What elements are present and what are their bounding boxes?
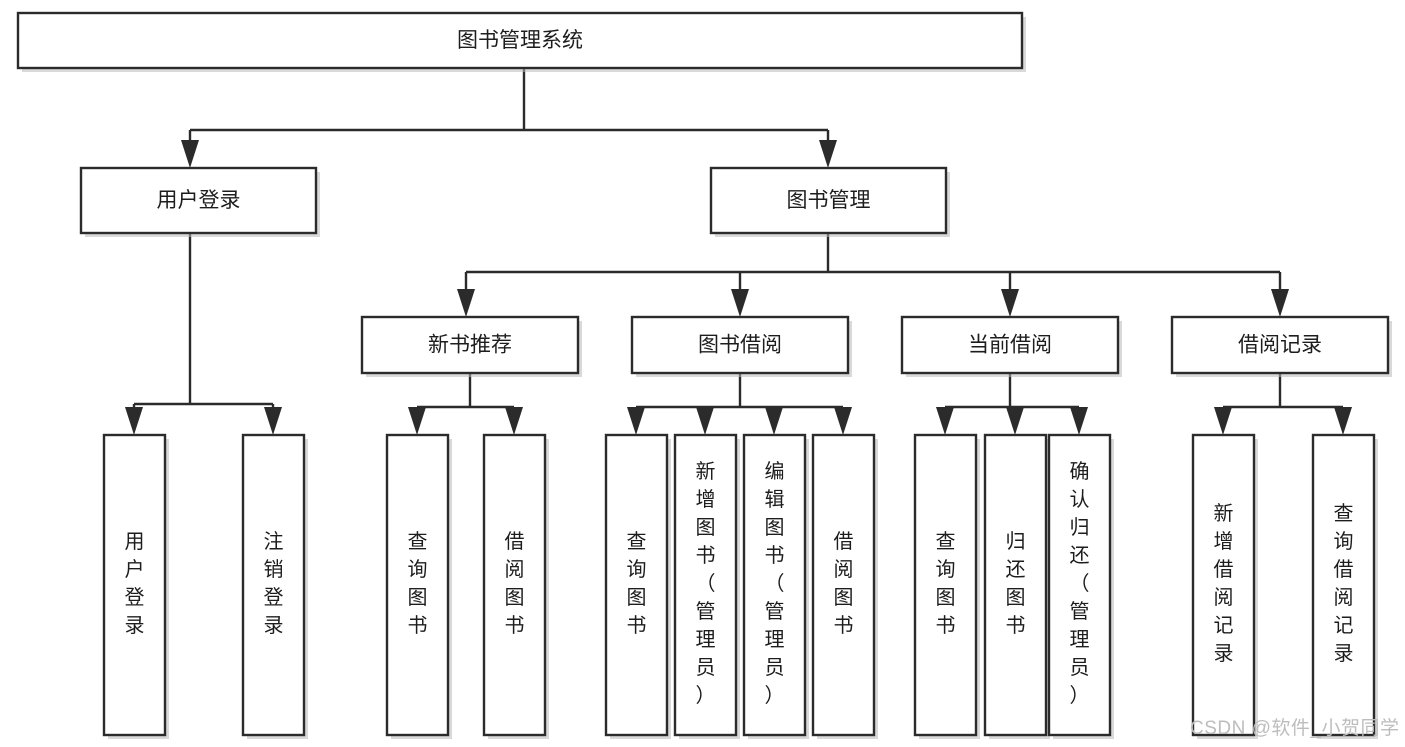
node-label: 归还图书 xyxy=(1006,530,1026,637)
node-rect[interactable] xyxy=(1170,315,1390,375)
arrow-head-icon xyxy=(457,289,475,317)
arrow-head-icon xyxy=(834,407,852,435)
node-leaf-add-record[interactable]: 新增借阅记录 xyxy=(1191,433,1258,739)
arrow-head-icon xyxy=(125,407,143,435)
arrow-head-icon xyxy=(1070,407,1088,435)
node-rect[interactable] xyxy=(241,433,306,737)
node-leaf-query-book-2[interactable]: 查询图书 xyxy=(604,433,671,739)
node-rect[interactable] xyxy=(1311,433,1376,737)
node-bookmgmt[interactable]: 图书管理 xyxy=(709,166,950,237)
arrow-head-icon xyxy=(627,407,645,435)
node-login[interactable]: 用户登录 xyxy=(79,166,320,237)
connector-bookmgmt xyxy=(457,233,1289,317)
node-rect[interactable] xyxy=(79,166,318,235)
arrow-head-icon xyxy=(1271,289,1289,317)
connector-root xyxy=(181,68,837,168)
node-rect[interactable] xyxy=(604,433,669,737)
node-leaf-query-book-1[interactable]: 查询图书 xyxy=(385,433,452,739)
node-borrow[interactable]: 图书借阅 xyxy=(630,315,852,377)
arrow-head-icon xyxy=(765,407,783,435)
connector-records xyxy=(1214,373,1352,435)
arrow-head-icon xyxy=(731,289,749,317)
node-rect[interactable] xyxy=(1191,433,1256,737)
node-newbook[interactable]: 新书推荐 xyxy=(360,315,582,377)
connector-current xyxy=(936,373,1088,435)
node-rect[interactable] xyxy=(709,166,948,235)
node-leaf-borrow-book-1[interactable]: 借阅图书 xyxy=(482,433,549,739)
node-label: 查询图书 xyxy=(936,530,956,637)
arrow-head-icon xyxy=(181,140,199,168)
node-rect[interactable] xyxy=(385,433,450,737)
node-leaf-borrow-book-2[interactable]: 借阅图书 xyxy=(811,433,878,739)
node-leaf-add-book[interactable]: 新增图书（管理员） xyxy=(673,433,740,739)
node-label: 借阅图书 xyxy=(834,530,854,637)
node-label: 确认归还（管理员） xyxy=(1070,460,1090,707)
node-label: 用户登录 xyxy=(125,531,145,637)
node-rect[interactable] xyxy=(630,315,850,375)
node-label: 新增图书（管理员） xyxy=(696,460,716,707)
node-label: 新书推荐 xyxy=(428,334,512,357)
node-label: 当前借阅 xyxy=(968,334,1052,357)
node-current[interactable]: 当前借阅 xyxy=(900,315,1122,377)
node-label: 用户登录 xyxy=(157,189,241,212)
node-label: 查询借阅记录 xyxy=(1334,502,1354,665)
arrow-head-icon xyxy=(819,140,837,168)
node-leaf-query-book-3[interactable]: 查询图书 xyxy=(913,433,980,739)
node-leaf-user-login[interactable]: 用户登录 xyxy=(102,433,169,739)
arrow-head-icon xyxy=(696,407,714,435)
arrow-head-icon xyxy=(1006,407,1024,435)
node-rect[interactable] xyxy=(983,433,1048,737)
node-label: 新增借阅记录 xyxy=(1214,502,1234,665)
arrow-head-icon xyxy=(1001,289,1019,317)
node-layer: 图书管理系统用户登录图书管理新书推荐图书借阅当前借阅借阅记录用户登录注销登录查询… xyxy=(16,11,1392,739)
node-label: 查询图书 xyxy=(627,530,647,637)
connector-newbook xyxy=(408,373,523,435)
node-label: 图书借阅 xyxy=(698,334,782,357)
arrow-head-icon xyxy=(1334,407,1352,435)
arrow-head-icon xyxy=(408,407,426,435)
node-label: 编辑图书（管理员） xyxy=(765,460,785,707)
node-leaf-user-logout[interactable]: 注销登录 xyxy=(241,433,308,739)
node-rect[interactable] xyxy=(811,433,876,737)
watermark-label: CSDN @软件_小贺同学 xyxy=(1190,717,1399,739)
arrow-head-icon xyxy=(264,407,282,435)
node-records[interactable]: 借阅记录 xyxy=(1170,315,1392,377)
node-leaf-edit-book[interactable]: 编辑图书（管理员） xyxy=(742,433,809,739)
node-label: 借阅记录 xyxy=(1238,334,1322,357)
node-rect[interactable] xyxy=(1047,433,1112,737)
node-rect[interactable] xyxy=(742,433,807,737)
arrow-head-icon xyxy=(1214,407,1232,435)
connector-login xyxy=(125,233,282,435)
node-rect[interactable] xyxy=(913,433,978,737)
node-rect[interactable] xyxy=(900,315,1120,375)
arrow-head-icon xyxy=(936,407,954,435)
node-leaf-return-book[interactable]: 归还图书 xyxy=(983,433,1050,739)
connector-borrow xyxy=(627,373,852,435)
node-label: 查询图书 xyxy=(408,530,428,637)
node-rect[interactable] xyxy=(360,315,580,375)
node-label: 借阅图书 xyxy=(505,530,525,637)
node-label: 图书管理系统 xyxy=(457,29,583,52)
node-leaf-confirm-return[interactable]: 确认归还（管理员） xyxy=(1047,433,1114,739)
node-rect[interactable] xyxy=(16,11,1024,70)
node-leaf-query-record[interactable]: 查询借阅记录 xyxy=(1311,433,1378,739)
node-rect[interactable] xyxy=(482,433,547,737)
node-root[interactable]: 图书管理系统 xyxy=(16,11,1026,72)
connector-layer xyxy=(125,68,1352,435)
arrow-head-icon xyxy=(505,407,523,435)
node-rect[interactable] xyxy=(102,433,167,737)
node-label: 注销登录 xyxy=(264,530,284,637)
node-label: 图书管理 xyxy=(787,189,871,212)
node-rect[interactable] xyxy=(673,433,738,737)
